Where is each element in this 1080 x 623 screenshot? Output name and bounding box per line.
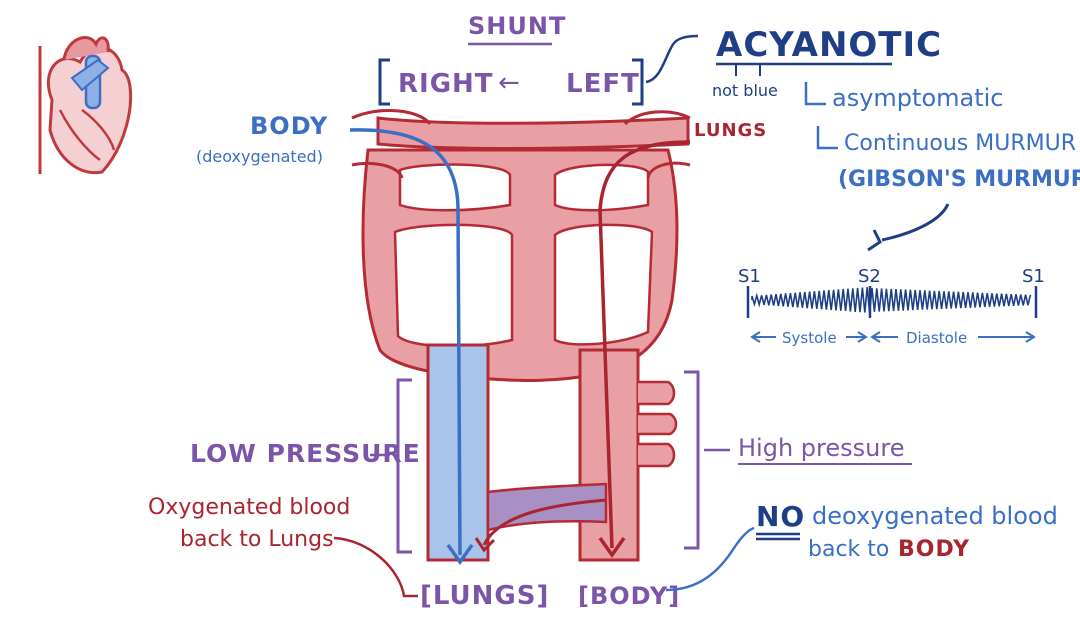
- ductus-arteriosus: [474, 482, 608, 553]
- oxygenated-flow-arrow: [598, 140, 691, 559]
- low-pressure-label: LOW PRESSURE: [190, 439, 421, 468]
- s1-right-label: S1: [1022, 266, 1045, 287]
- no-deoxygenated-connector: [665, 526, 755, 592]
- gibson-label: (GIBSON'S MURMUR): [838, 167, 1080, 192]
- systole-label: Systole: [782, 329, 837, 347]
- s1-left-label: S1: [738, 266, 761, 287]
- lungs-top-label: LUNGS: [694, 120, 767, 141]
- high-pressure-label: High pressure: [738, 434, 904, 462]
- body-bottom-label: [BODY]: [578, 582, 680, 610]
- shunt-bracket-right: [632, 58, 644, 106]
- diastole-label: Diastole: [906, 329, 967, 347]
- lungs-bottom-label: [LUNGS]: [420, 581, 549, 611]
- no-deoxygenated-line2-prefix: back to: [808, 537, 889, 562]
- asymptomatic-connector: [804, 82, 826, 106]
- oxygenated-label-line2: back to Lungs: [180, 527, 334, 552]
- asymptomatic-label: asymptomatic: [832, 84, 1003, 112]
- murmur-connector: [816, 126, 838, 150]
- shunt-bracket-left: [378, 58, 390, 106]
- no-deoxygenated-line1: deoxygenated blood: [812, 502, 1058, 530]
- shunt-right-label: RIGHT: [398, 69, 494, 99]
- shunt-connector: [645, 34, 699, 84]
- acyanotic-note: not blue: [712, 81, 778, 100]
- acyanotic-title: ACYANOTIC: [716, 25, 942, 65]
- deoxygenated-flow-arrow: [349, 128, 474, 566]
- murmur-label: Continuous MURMUR: [844, 131, 1076, 156]
- low-pressure-bracket: [396, 378, 412, 554]
- no-deoxygenated-line2-body: BODY: [898, 537, 970, 562]
- deoxygenated-label: (deoxygenated): [196, 147, 323, 166]
- oxygenated-connector: [333, 536, 418, 598]
- shunt-direction-arrow: ←: [498, 68, 520, 98]
- shunt-left-label: LEFT: [566, 69, 640, 99]
- no-label: NO: [756, 500, 805, 533]
- high-pressure-bracket: [684, 370, 700, 550]
- murmur-waveform: [751, 287, 1032, 314]
- descending-aorta: [578, 348, 678, 562]
- heart-icon: [38, 36, 133, 175]
- oxygenated-label-line1: Oxygenated blood: [148, 495, 350, 520]
- body-top-label: BODY: [250, 112, 328, 140]
- shunt-title: SHUNT: [468, 12, 566, 40]
- phonogram-pointer: [881, 203, 950, 242]
- phonocardiogram: [746, 286, 1038, 318]
- s2-label: S2: [858, 266, 881, 287]
